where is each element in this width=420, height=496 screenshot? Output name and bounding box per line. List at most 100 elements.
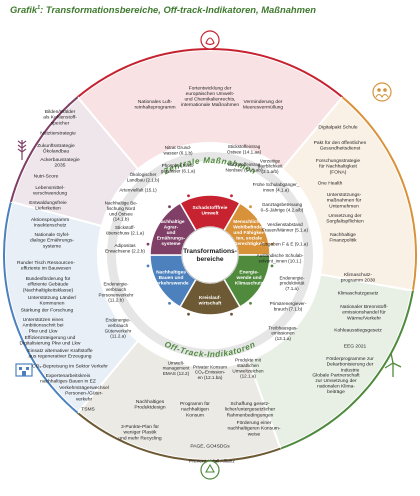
indicator-schadstoff-0-line: wasser (6.1.b) bbox=[163, 150, 193, 155]
sector-label-wohlbefinden-line: Gerechtigkeit bbox=[234, 241, 265, 247]
measure-right-3: One Health bbox=[318, 181, 343, 187]
measure-upper-left-1: Nutztierstrategie bbox=[40, 131, 76, 137]
wind-turbine-icon bbox=[384, 352, 402, 377]
indicator-kreislauf-0-line: management bbox=[163, 366, 191, 371]
measure-left-9-line: verkehr bbox=[76, 396, 93, 402]
measure-bottom-4-line: 3-Punkte-Plan für bbox=[121, 424, 159, 430]
measure-right-5-line: Umsetzung der bbox=[328, 213, 362, 219]
measure-left-1-line: (Nachhaltigkeitsklasse) bbox=[23, 287, 74, 293]
measure-lower-right-6-line: Globale Partnerschaft bbox=[312, 372, 360, 378]
measure-right-1-line: Pakt für den öffentlichen bbox=[314, 140, 367, 146]
measure-upper-left-4-line: Nutri-Score bbox=[34, 174, 59, 180]
measure-bottom-4-line: und mehr Recycling bbox=[118, 435, 162, 441]
measure-upper-left-5-line: verschwendung bbox=[33, 191, 68, 197]
indicator-agrar-3: Stickstoff-überschuss (2.1.a) bbox=[106, 225, 145, 235]
sector-label-wohlbefinden-line: und Fähigkei- bbox=[233, 230, 265, 236]
measure-left-4-line: Ambitionsschrit bei bbox=[22, 323, 63, 329]
measure-upper-left-2-line: Ökolandbau bbox=[43, 148, 70, 155]
measure-sector-edge-left bbox=[2, 201, 79, 414]
indicator-bauen-1-line: Endenergie- bbox=[105, 318, 130, 323]
indicator-schadstoff-1-line: gewässer (6.1.a) bbox=[161, 168, 196, 173]
indicator-energie-1-line: brauch (7.1.b) bbox=[274, 306, 303, 311]
measure-right-6-line: Finanzpolitik bbox=[329, 238, 357, 244]
indicator-agrar-0-line: Ökologischer bbox=[130, 171, 157, 177]
sector-label-bauen-line: Verkehrswende bbox=[153, 281, 189, 287]
measure-left-10-line: TSMS bbox=[81, 407, 95, 413]
measure-lower-right-2-line: emissionshandel für bbox=[342, 310, 386, 316]
measure-lower-right-5-line: Industrie bbox=[341, 367, 360, 373]
measure-left-2-line: Kommunen bbox=[39, 301, 64, 307]
indicator-agrar-3-line: Stickstoff- bbox=[115, 225, 136, 230]
grain-icon bbox=[17, 140, 27, 160]
measure-left-5-line: Digitalisierung Pkw und Lkw bbox=[20, 341, 81, 347]
indicator-dot bbox=[146, 242, 150, 246]
indicator-wohlbefinden-0-line: (3.1.a/b) bbox=[261, 169, 279, 174]
measure-upper-left-7-line: Insektenschutz bbox=[34, 223, 67, 229]
indicator-kreislauf-0-line: Umwelt- bbox=[168, 360, 185, 365]
indicator-bauen-1-line: (11.2.a) bbox=[110, 334, 126, 339]
sector-label-bauen-line: Nachhaltiges bbox=[156, 270, 186, 276]
measure-bottom-2: Schaffung gesetz-licher/untergesetzliche… bbox=[225, 401, 276, 418]
indicator-dot bbox=[230, 194, 233, 198]
indicator-dot bbox=[168, 301, 171, 305]
measure-lower-right-4: EEG 2021 bbox=[344, 344, 367, 350]
sector-label-energie-line: Klimaschutz bbox=[235, 281, 264, 287]
measure-lower-right-2: Nationaler Brennstoff-emissionshandel fü… bbox=[340, 304, 388, 321]
measure-upper-left-8-line: dialoge Ernährungs- bbox=[30, 238, 74, 244]
measure-left-2: Unterstützung Länder/Kommunen bbox=[28, 295, 77, 307]
recycling-icon bbox=[200, 460, 220, 480]
measure-bottom-0-line: Nachhaltiges bbox=[136, 399, 165, 405]
measure-bottom-2-line: licher/untergesetzlicher bbox=[225, 407, 276, 413]
measure-bottom-3-line: Förderung einer bbox=[237, 420, 272, 426]
measure-upper-left-2-line: Zukunftsstrategie bbox=[37, 143, 75, 149]
indicator-bauen-0-line: Endenergie- bbox=[103, 282, 128, 287]
measure-right-3-line: One Health bbox=[318, 181, 343, 187]
indicator-wohlbefinden-0-line: Sterblichkeit bbox=[257, 164, 283, 169]
indicator-kreislauf-1-line: en (12.1.ba) bbox=[198, 375, 223, 380]
sector-label-agrar-line: Nachhaltige bbox=[157, 219, 185, 225]
measure-upper-left-5-line: Lebensmittel- bbox=[35, 185, 65, 191]
indicator-kreislauf-1-line: CO₂-Emission- bbox=[195, 370, 226, 375]
indicator-agrar-2-line: und Ostsee bbox=[109, 211, 133, 216]
indicator-dot bbox=[230, 312, 233, 316]
measure-top-0: Nationales Luft-reinhalteprogramm bbox=[134, 99, 175, 111]
indicator-dot bbox=[270, 264, 274, 268]
indicator-schadstoff-0-line: Nitrat Grund- bbox=[165, 145, 192, 150]
indicator-schadstoff-3-line: Nordsee (14.1.ab) bbox=[225, 167, 262, 172]
indicator-wohlbefinden-4-line: Ausgaben F & E (9.1.a) bbox=[260, 242, 308, 247]
measure-upper-left-8-line: systeme bbox=[43, 243, 61, 249]
measure-bottom-4-line: weniger Plastik bbox=[124, 430, 157, 436]
measure-lower-right-1-line: Klimaschutzgesetz bbox=[338, 291, 379, 297]
indicator-bauen-0-line: verbrauch bbox=[106, 287, 127, 292]
measure-bottom-1-line: Konsum bbox=[186, 412, 204, 418]
indicator-kreislauf-2-line: Umweltzeichen bbox=[232, 368, 264, 373]
indicator-dot bbox=[146, 264, 150, 268]
indicator-energie-0-line: (7.1.a) bbox=[285, 286, 299, 291]
measure-right-5-line: Sorgfaltspflichten bbox=[326, 219, 364, 225]
measure-left-1-line: effiziente Gebäude bbox=[28, 282, 69, 288]
indicator-dot bbox=[249, 301, 252, 305]
measure-right-1-line: Gesundheitsdienst bbox=[320, 146, 361, 152]
measure-upper-left-1-line: Nutztierstrategie bbox=[40, 131, 76, 137]
sector-label-wohlbefinden-line: ten, soziale bbox=[236, 236, 262, 242]
measure-lower-right-6-line: zur Umsetzung der bbox=[315, 378, 357, 384]
measure-left-9-line: Personen-/Güter- bbox=[65, 391, 103, 397]
sector-label-agrar-line: systeme bbox=[161, 241, 181, 247]
measure-left-3-line: Stärkung der Forschung bbox=[21, 308, 74, 314]
indicator-wohlbefinden-3-line: Verdienstabstand bbox=[267, 222, 303, 227]
measure-left-2-line: Unterstützung Länder/ bbox=[28, 295, 77, 301]
